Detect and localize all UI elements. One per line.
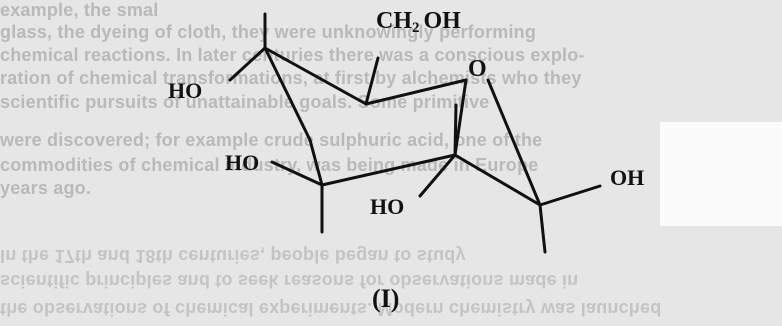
bond-to-ho-middle xyxy=(270,160,324,187)
ho-middle-label: HO xyxy=(225,150,260,175)
bleed-text-line: chemical reactions. In later centuries t… xyxy=(0,45,585,65)
bond-to-ring-oxygen xyxy=(364,78,468,106)
bond-oxygen-down xyxy=(453,78,468,157)
bond-to-ho-upper xyxy=(228,46,267,82)
ho-upper-label: HO xyxy=(168,78,203,103)
ch2oh-subscript: 2 xyxy=(412,20,420,36)
bond-ring-bottom xyxy=(320,153,457,187)
bond-right-down-vertical xyxy=(538,203,547,254)
bond-oxygen-right xyxy=(486,78,542,207)
bleed-text-line: ration of chemical transformations, at f… xyxy=(0,68,582,88)
bond-left-down xyxy=(308,138,324,187)
figure-caption: (I) xyxy=(372,284,400,313)
bleed-text-line: glass, the dyeing of cloth, they were un… xyxy=(0,22,537,42)
bond-to-oh-right xyxy=(538,184,602,207)
bond-to-ch2oh xyxy=(364,56,380,106)
oh-right-label: OH xyxy=(610,165,645,190)
bond-to-ho-lower xyxy=(418,153,457,198)
bond-right-up-vertical xyxy=(453,103,458,157)
bond-ring-lower-right xyxy=(453,153,542,207)
bleed-text-line: years ago. xyxy=(0,178,92,198)
bleed-text-line: were discovered; for example crude sulph… xyxy=(0,130,543,150)
bond-ring-top xyxy=(263,46,368,106)
bleed-text-line: commodities of chemical industry, was be… xyxy=(0,155,539,175)
ch2oh-tail: OH xyxy=(423,8,461,34)
ring-oxygen-label: O xyxy=(468,56,487,82)
paper-patch xyxy=(660,122,782,226)
ch2oh-main: CH xyxy=(376,8,412,34)
bleed-text-line: example, the smal xyxy=(0,0,159,20)
bond-left-side xyxy=(263,46,312,142)
ho-lower-label: HO xyxy=(370,194,405,219)
